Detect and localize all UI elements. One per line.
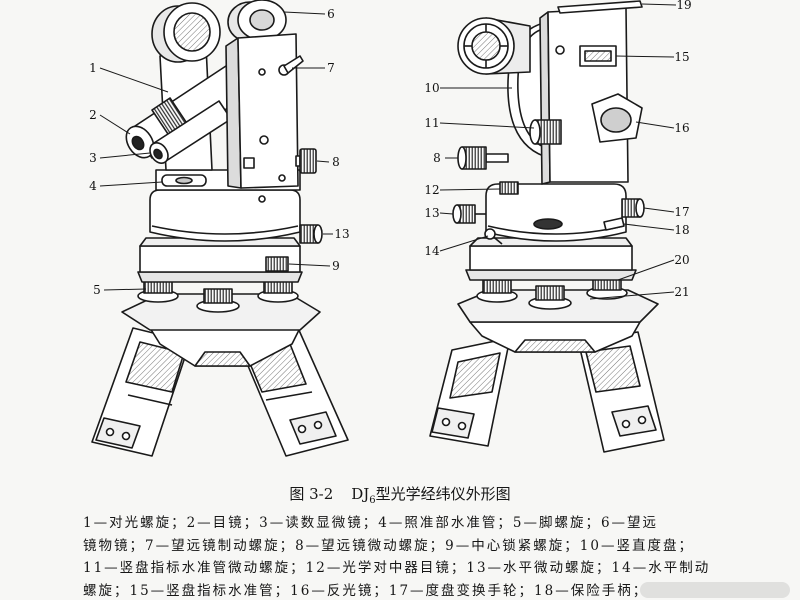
callout-label: 16 bbox=[674, 121, 689, 135]
figure-title: 型光学经纬仪外形图 bbox=[375, 485, 511, 503]
right-telescope-objective bbox=[457, 17, 531, 75]
leader-line bbox=[635, 121, 675, 129]
leader-line bbox=[103, 288, 147, 291]
callout-label: 17 bbox=[674, 205, 689, 219]
callout-label: 20 bbox=[674, 253, 689, 267]
callout-label: 7 bbox=[327, 61, 335, 75]
callout-label: 12 bbox=[424, 183, 439, 197]
callout-label: 8 bbox=[332, 155, 340, 169]
callout-label: 11 bbox=[424, 116, 439, 130]
right-leader-lines bbox=[439, 3, 677, 300]
left-tripod-leg-a bbox=[91, 327, 191, 457]
callout-label: 14 bbox=[424, 244, 440, 258]
right-telescope-tangent-screw bbox=[457, 146, 509, 170]
leader-line bbox=[439, 235, 489, 252]
theodolite-figure: 1 2 3 4 5 6 7 8 13 9 bbox=[89, 0, 692, 457]
left-theodolite-view bbox=[91, 0, 349, 457]
watermark bbox=[640, 582, 790, 598]
leader-line bbox=[623, 223, 675, 231]
callout-label: 6 bbox=[327, 7, 335, 21]
left-centering-lock-screw bbox=[265, 256, 289, 272]
leader-line bbox=[288, 263, 331, 267]
right-carrying-handle bbox=[557, 0, 643, 14]
leader-line bbox=[99, 67, 169, 93]
left-alidade-base bbox=[149, 189, 301, 242]
callout-label: 15 bbox=[674, 50, 689, 64]
left-telescope-tangent-screw bbox=[295, 148, 317, 174]
right-optical-plummet-eyepiece bbox=[499, 181, 519, 195]
leader-line bbox=[99, 152, 151, 159]
leader-line bbox=[99, 114, 131, 135]
callout-label: 13 bbox=[424, 206, 439, 220]
figure-number: 图 3-2 bbox=[289, 485, 334, 503]
right-theodolite-view bbox=[429, 0, 665, 453]
leader-line bbox=[439, 188, 501, 191]
left-foot-screw-c bbox=[257, 279, 299, 303]
legend-line: 1—对光螺旋；2—目镜；3—读数显微镜；4—照准部水准管；5—脚螺旋；6—望远 bbox=[83, 515, 659, 531]
leader-line bbox=[283, 11, 326, 15]
leader-line bbox=[439, 122, 535, 129]
instrument-model: DJ6 bbox=[351, 485, 376, 506]
leader-line bbox=[316, 160, 330, 163]
right-index-tangent-screw bbox=[529, 119, 562, 145]
right-tripod-leg-b bbox=[577, 331, 665, 453]
right-tribrach bbox=[465, 237, 637, 281]
callout-label: 1 bbox=[89, 61, 97, 75]
callout-label: 21 bbox=[674, 285, 689, 299]
model-subscript: 6 bbox=[369, 495, 376, 506]
left-leader-lines bbox=[99, 11, 333, 291]
callout-label: 9 bbox=[332, 259, 340, 273]
left-tripod-head bbox=[121, 293, 321, 367]
leader-line bbox=[643, 207, 675, 213]
parts-legend: 1—对光螺旋；2—目镜；3—读数显微镜；4—照准部水准管；5—脚螺旋；6—望远 … bbox=[83, 512, 795, 600]
right-index-level-window bbox=[579, 45, 617, 67]
right-callouts: 19 15 10 16 11 8 12 13 17 18 14 20 21 bbox=[424, 0, 691, 299]
leader-line bbox=[439, 212, 454, 215]
figure-caption: 图 3-2 DJ6型光学经纬仪外形图 bbox=[0, 483, 800, 506]
callout-label: 10 bbox=[424, 81, 439, 95]
left-horizontal-tangent-screw bbox=[299, 224, 323, 244]
callout-label: 4 bbox=[89, 179, 97, 193]
left-foot-screw-b bbox=[196, 288, 240, 313]
right-foot-screw-a bbox=[476, 279, 518, 303]
model-prefix: DJ bbox=[351, 485, 370, 503]
left-circle-housing bbox=[151, 2, 221, 63]
callout-label: 8 bbox=[433, 151, 441, 165]
callout-label: 5 bbox=[93, 283, 101, 297]
right-reflecting-mirror bbox=[591, 93, 643, 143]
right-alidade-base bbox=[485, 183, 627, 242]
left-right-standard bbox=[225, 33, 299, 189]
callout-label: 13 bbox=[334, 227, 349, 241]
right-circle-changer-knob bbox=[621, 198, 645, 218]
leader-line bbox=[99, 181, 163, 187]
left-telescope-clamp-screw bbox=[278, 55, 304, 76]
legend-line: 螺旋；15—竖盘指标水准管；16—反光镜；17—度盘变换手轮；18—保险手柄； bbox=[83, 582, 649, 599]
callout-label: 3 bbox=[89, 151, 97, 165]
right-tripod-leg-a bbox=[429, 337, 511, 447]
right-foot-screw-b bbox=[528, 285, 572, 310]
legend-line: 镜物镜；7—望远镜制动螺旋；8—望远镜微动螺旋；9—中心锁紧螺旋；10—竖直度盘… bbox=[83, 537, 694, 554]
right-horizontal-tangent-screw bbox=[452, 204, 486, 224]
callout-label: 19 bbox=[676, 0, 691, 12]
left-tripod-leg-b bbox=[237, 327, 349, 457]
left-callouts: 1 2 3 4 5 6 7 8 13 9 bbox=[89, 7, 349, 297]
leader-line bbox=[617, 259, 675, 281]
right-safety-handle bbox=[603, 217, 625, 231]
leader-line bbox=[615, 55, 675, 58]
left-foot-screw-a bbox=[137, 279, 179, 303]
callout-label: 18 bbox=[674, 223, 689, 237]
legend-line: 11—竖盘指标水准管微动螺旋；12—光学对中器目镜；13—水平微动螺旋；14—水… bbox=[83, 560, 711, 576]
callout-label: 2 bbox=[89, 108, 97, 122]
leader-line bbox=[589, 291, 675, 300]
leader-line bbox=[641, 3, 677, 6]
left-reading-microscope bbox=[149, 100, 232, 165]
